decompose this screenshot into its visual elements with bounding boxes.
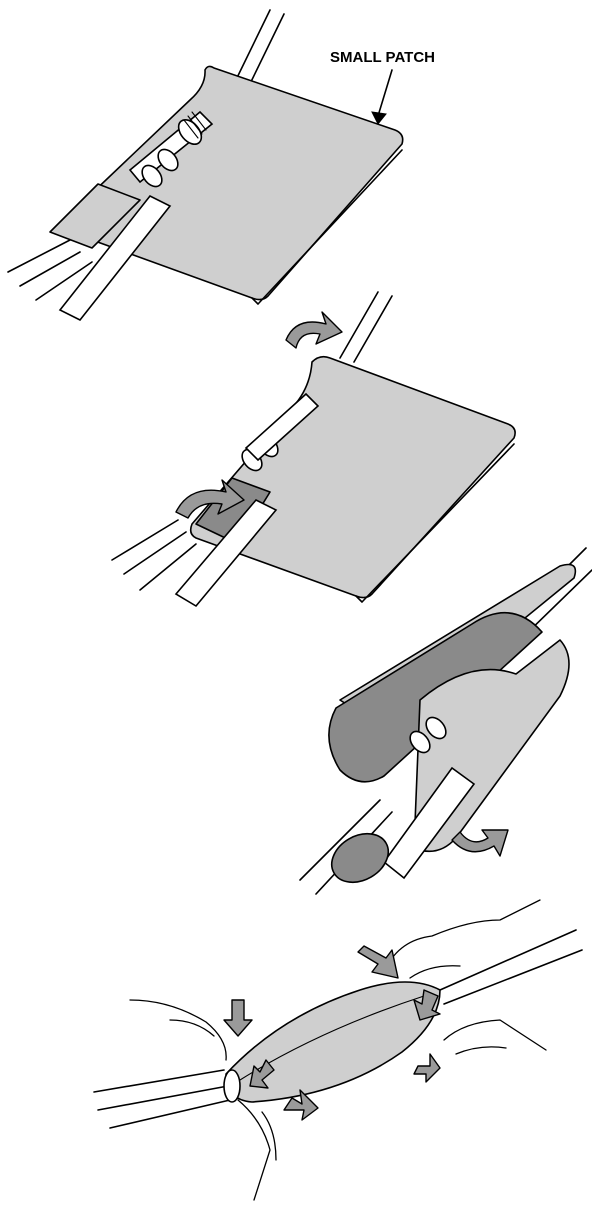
callout-leader-line [377, 69, 393, 117]
small-patch-callout-label: SMALL PATCH [330, 49, 435, 66]
hand-top-right [385, 899, 541, 979]
press-arrow-upper-left [223, 999, 253, 1037]
step-2-patch-fold [111, 291, 516, 608]
folding-patch [189, 355, 516, 599]
press-arrow-inner-right [413, 989, 441, 1021]
hand-left [129, 999, 227, 1061]
fold-arrow-bottom [175, 479, 245, 519]
step-1-patch-placement: SMALL PATCH [7, 9, 435, 322]
press-arrow-bottom [283, 1089, 319, 1121]
press-arrow-inner-left [249, 1059, 275, 1089]
step-4-press-closed [93, 899, 583, 1201]
hand-right [443, 1019, 547, 1055]
wrap-arrow [451, 829, 509, 857]
hand-bottom [237, 1099, 277, 1201]
press-arrow-top [357, 945, 399, 979]
step-3-patch-wrap [299, 547, 592, 895]
press-arrow-right [413, 1053, 441, 1083]
small-patch [63, 65, 404, 301]
fold-arrow-top [285, 311, 343, 349]
